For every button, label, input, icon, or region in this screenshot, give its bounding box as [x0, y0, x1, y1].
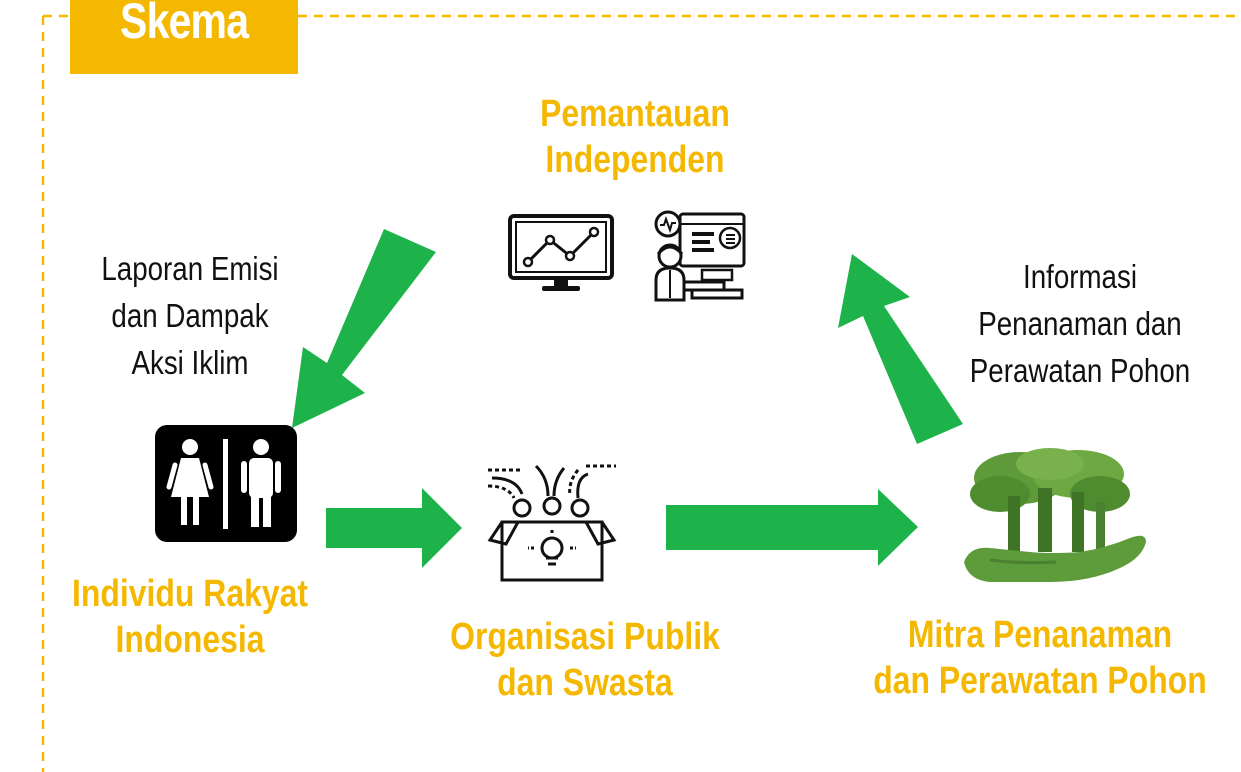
node-label-individuals: Individu Rakyat Indonesia: [56, 572, 325, 663]
analyst-dashboard-icon: [654, 210, 746, 302]
node-label-monitoring: Pemantauan Independen: [496, 92, 773, 183]
trees-in-hand-icon: [964, 448, 1146, 582]
restroom-people-icon: [155, 425, 297, 542]
arrow-monitoring-to-individuals: [292, 229, 436, 428]
monitor-chart-icon: [508, 214, 614, 291]
arrow-individuals-to-organizations: [326, 488, 462, 568]
edge-label-line: dan Dampak: [111, 296, 269, 334]
edge-label-monitoring-to-individuals: Laporan Emisi dan Dampak Aksi Iklim: [81, 246, 299, 387]
node-label-line: dan Perawatan Pohon: [873, 659, 1207, 702]
edge-label-line: Perawatan Pohon: [969, 351, 1191, 389]
node-label-line: Pemantauan: [540, 93, 730, 135]
arrow-partners-to-monitoring: [838, 254, 963, 444]
node-label-line: Organisasi Publik: [450, 616, 720, 658]
edge-label-line: Informasi: [1022, 258, 1138, 295]
node-label-line: Individu Rakyat: [72, 573, 308, 615]
title-tab: Skema: [70, 0, 298, 74]
diagram-title: Skema: [119, 0, 249, 49]
idea-box-icon: [487, 464, 617, 582]
node-label-partners: Mitra Penanaman dan Perawatan Pohon: [872, 613, 1208, 704]
node-label-line: Indonesia: [115, 618, 265, 661]
edge-label-partners-to-monitoring: Informasi Penanaman dan Perawatan Pohon: [954, 254, 1206, 395]
node-label-line: Mitra Penanaman: [907, 614, 1173, 656]
edge-label-line: Aksi Iklim: [131, 343, 249, 381]
arrow-organizations-to-partners: [666, 489, 918, 566]
edge-label-line: Penanaman dan: [978, 304, 1182, 342]
node-label-organizations: Organisasi Publik dan Swasta: [434, 615, 736, 706]
edge-label-line: Laporan Emisi: [101, 250, 279, 287]
node-label-line: dan Swasta: [497, 661, 673, 704]
node-label-line: Independen: [545, 138, 725, 181]
